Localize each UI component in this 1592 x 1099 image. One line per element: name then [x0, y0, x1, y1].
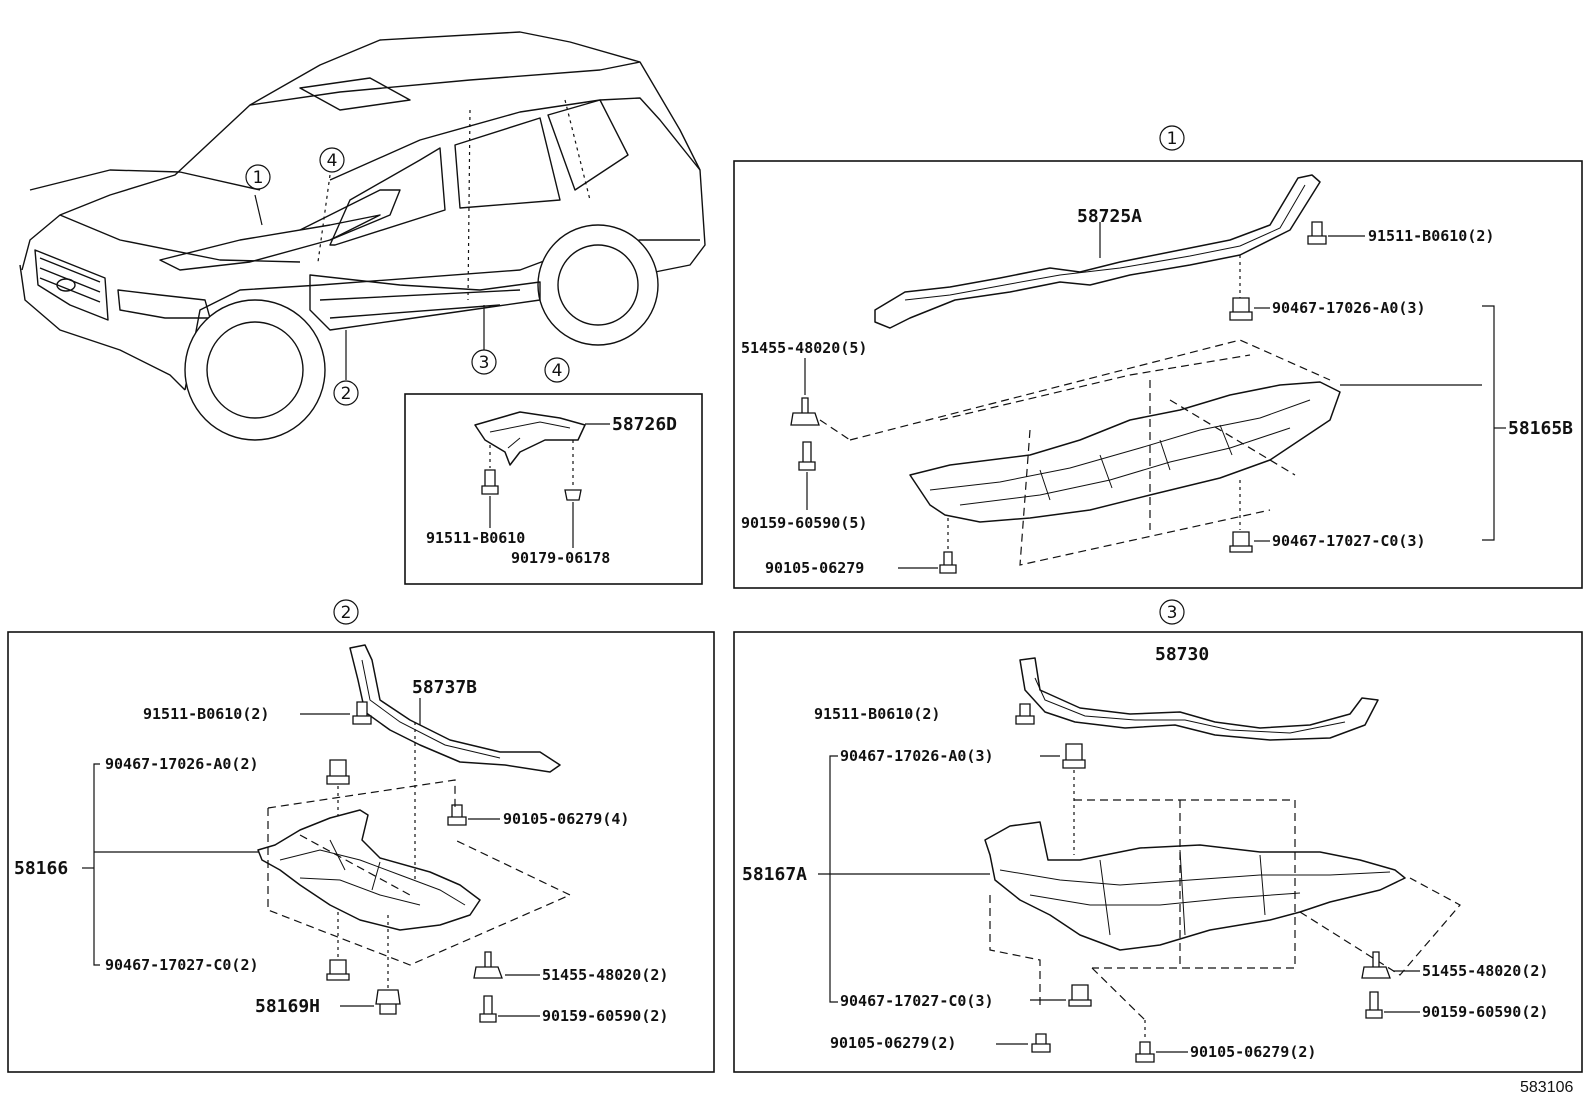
clip-51455-icon	[473, 951, 503, 979]
bolt-91511-icon	[481, 469, 499, 495]
label-90467-17026-A0-3: 90467-17026-A0(3)	[840, 747, 994, 765]
callout-3-header: 3	[1159, 599, 1185, 625]
bracket-58726D-shape	[474, 411, 586, 466]
screw-90159-icon	[1365, 991, 1383, 1019]
section-2: 2 58737B 91511-B0610(2) 90467-17026-A0(2…	[7, 599, 715, 1073]
label-51455-48020-2: 51455-48020(2)	[542, 966, 668, 984]
label-90105-06279-4: 90105-06279(4)	[503, 810, 629, 828]
section-4-box	[404, 393, 703, 585]
svg-text:2: 2	[341, 603, 352, 623]
bolt-90105-icon	[939, 551, 957, 574]
screw-90159-icon	[479, 995, 497, 1023]
nut-90467-A0-icon	[1229, 297, 1253, 321]
label-58737B: 58737B	[412, 677, 477, 698]
clip-51455-icon	[790, 397, 820, 426]
callout-4-header: 4	[544, 357, 570, 383]
label-90159-60590-2: 90159-60590(2)	[1422, 1003, 1548, 1021]
label-58166: 58166	[14, 858, 68, 879]
label-90467-17027-C0-2: 90467-17027-C0(2)	[105, 956, 259, 974]
label-91511-B0610-2: 91511-B0610(2)	[814, 705, 940, 723]
label-90159-60590-5: 90159-60590(5)	[741, 514, 867, 532]
callout-4-overview: 4	[319, 147, 345, 173]
callout-2-header: 2	[333, 599, 359, 625]
label-90105-06279-2-right: 90105-06279(2)	[1190, 1043, 1316, 1061]
label-90105-06279-2-left: 90105-06279(2)	[830, 1034, 956, 1052]
nut-90467-A0-icon	[326, 759, 350, 785]
bolt-90105-icon	[1031, 1033, 1051, 1053]
clip-90179-icon	[564, 489, 582, 501]
svg-text:4: 4	[552, 361, 563, 381]
section-2-box	[7, 631, 715, 1073]
label-51455-48020-5: 51455-48020(5)	[741, 339, 867, 357]
section-3: 3 58730 91511-B0610(2) 90467-17026-A0(3)…	[733, 599, 1583, 1073]
undercover-58167A-shape	[984, 821, 1406, 951]
bolt-90105-icon	[447, 804, 467, 826]
label-58169H: 58169H	[255, 996, 320, 1017]
bolt-91511-icon	[352, 701, 372, 725]
callout-3-overview: 3	[471, 349, 497, 375]
nut-90467-C0-icon	[1229, 531, 1253, 553]
plug-58169H-icon	[375, 989, 401, 1015]
callout-1-header: 1	[1159, 125, 1185, 151]
diagram-id: 583106	[1520, 1079, 1573, 1096]
label-91511-B0610-2: 91511-B0610(2)	[143, 705, 269, 723]
screw-90159-icon	[798, 441, 816, 471]
svg-text:1: 1	[1167, 129, 1178, 149]
svg-text:2: 2	[341, 384, 352, 404]
label-58726D: 58726D	[612, 414, 677, 435]
section-4: 4 58726D 91511-B0610 90179-06178	[404, 357, 703, 585]
crossmember-58725A-shape	[874, 174, 1321, 329]
label-58725A: 58725A	[1077, 206, 1142, 227]
crossmember-58737B-shape	[349, 644, 561, 773]
label-90467-17027-C0-3: 90467-17027-C0(3)	[1272, 532, 1426, 550]
section-1: 1 58725A 91511-B0610(2) 90467-17026-A0(3…	[733, 125, 1583, 589]
nut-90467-A0-icon	[1062, 743, 1086, 769]
label-90159-60590-2: 90159-60590(2)	[542, 1007, 668, 1025]
svg-text:3: 3	[1167, 603, 1178, 623]
label-90467-17027-C0-3: 90467-17027-C0(3)	[840, 992, 994, 1010]
svg-text:3: 3	[479, 353, 490, 373]
callout-2-overview: 2	[333, 380, 359, 406]
label-90467-17026-A0-2: 90467-17026-A0(2)	[105, 755, 259, 773]
label-90179-06178: 90179-06178	[511, 549, 610, 567]
section-1-box	[733, 160, 1583, 589]
crossmember-58730-shape	[1019, 657, 1379, 741]
label-90105-06279: 90105-06279	[765, 559, 864, 577]
svg-text:4: 4	[327, 151, 338, 171]
nut-90467-C0-icon	[326, 959, 350, 981]
clip-51455-icon	[1361, 951, 1391, 979]
vehicle-overview	[19, 31, 706, 441]
callout-1-overview: 1	[245, 164, 271, 190]
label-51455-48020-2: 51455-48020(2)	[1422, 962, 1548, 980]
label-90467-17026-A0-3: 90467-17026-A0(3)	[1272, 299, 1426, 317]
bolt-91511-icon	[1307, 221, 1327, 245]
label-58730: 58730	[1155, 644, 1209, 665]
label-58165B: 58165B	[1508, 418, 1573, 439]
label-58167A: 58167A	[742, 864, 807, 885]
label-91511-B0610-2: 91511-B0610(2)	[1368, 227, 1494, 245]
nut-90467-C0-icon	[1068, 984, 1092, 1007]
section-3-box	[733, 631, 1583, 1073]
label-91511-B0610: 91511-B0610	[426, 529, 525, 547]
undercover-58166-shape	[257, 809, 481, 931]
bolt-91511-icon	[1015, 703, 1035, 725]
bolt-90105-icon	[1135, 1041, 1155, 1063]
svg-text:1: 1	[253, 168, 264, 188]
